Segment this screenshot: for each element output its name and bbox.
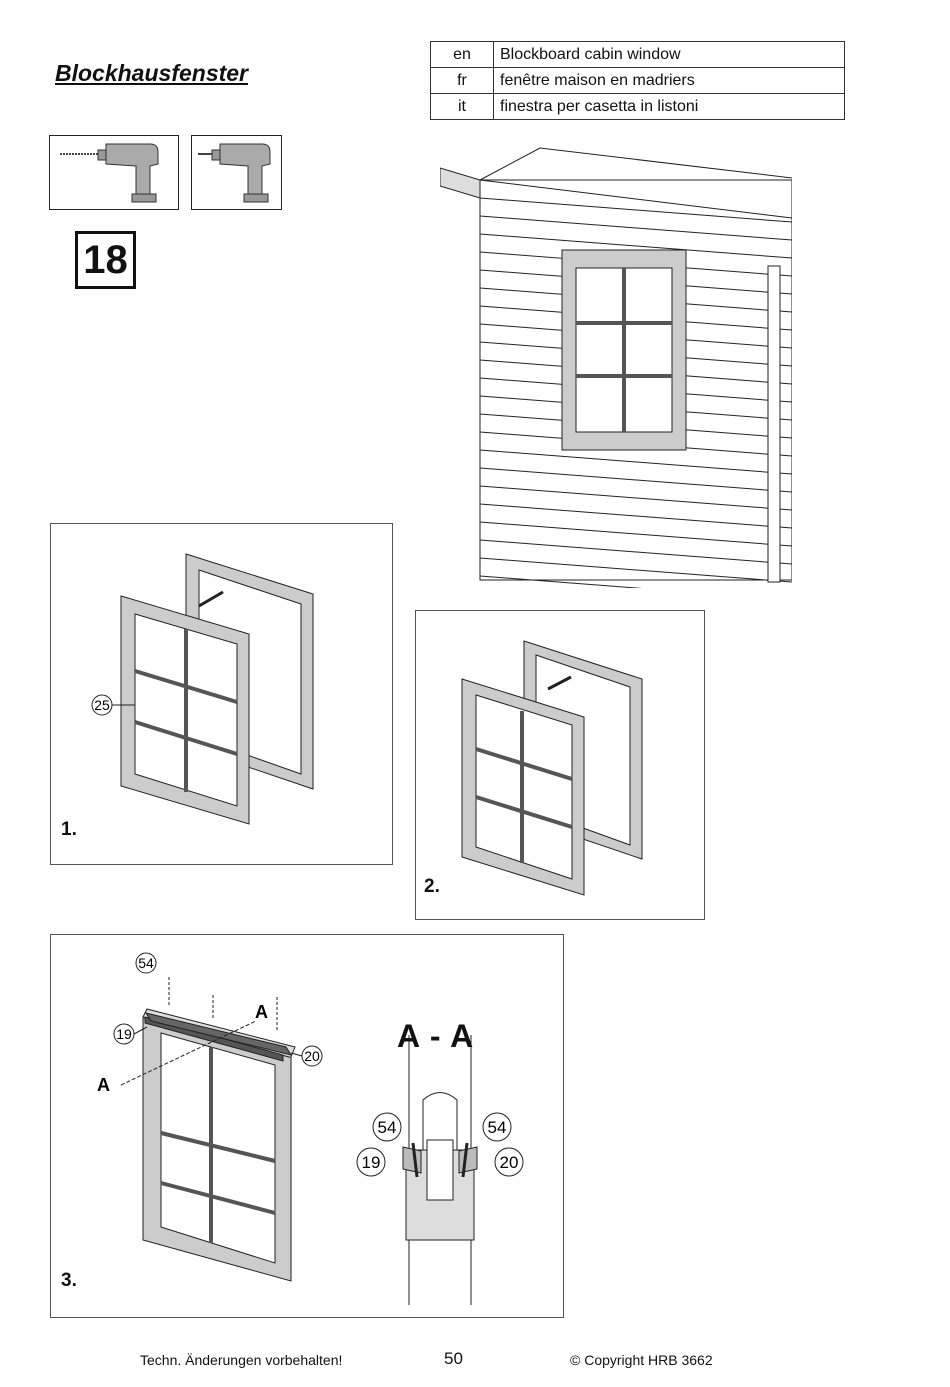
callout-25: 25	[94, 697, 110, 713]
language-text: finestra per casetta in listoni	[493, 93, 845, 120]
panel-label: 2.	[424, 876, 440, 897]
panel-label: 1.	[61, 819, 77, 840]
language-row: en Blockboard cabin window	[430, 41, 845, 68]
wall-plank-line	[479, 449, 792, 475]
language-row: it finestra per casetta in listoni	[430, 93, 845, 120]
step-panel-2: 2.	[415, 610, 705, 920]
cut-marker-top: A	[255, 1002, 268, 1022]
cut-marker-bottom: A	[97, 1075, 110, 1095]
section-callout-54-left: 54	[378, 1118, 397, 1137]
language-row: fr fenêtre maison en madriers	[430, 67, 845, 94]
screwdriver-tool-box	[191, 135, 282, 210]
wall-plank-line	[479, 557, 792, 583]
callout-20: 20	[304, 1048, 320, 1064]
panel-label: 3.	[61, 1270, 77, 1291]
section-title: A - A	[397, 1018, 475, 1054]
language-text: Blockboard cabin window	[493, 41, 845, 68]
window-sash-illustration: 25	[91, 553, 314, 825]
wall-plank-line	[479, 575, 643, 588]
wall-plank-line	[479, 539, 792, 565]
copyright: © Copyright HRB 3662	[570, 1352, 713, 1368]
language-text: fenêtre maison en madriers	[493, 67, 845, 94]
footer-note: Techn. Änderungen vorbehalten!	[140, 1352, 343, 1368]
step-number: 18	[75, 231, 136, 289]
step-panel-1: 25 1.	[50, 523, 393, 865]
wall-plank-line	[479, 503, 792, 529]
section-callout-20: 20	[500, 1153, 519, 1172]
page-number: 50	[444, 1349, 463, 1368]
cabin-wall-illustration	[440, 147, 792, 588]
wall-plank-line	[479, 485, 792, 511]
screwdriver-icon	[198, 143, 271, 203]
step-panel-3: 54 19 20 A A 54 54 19 20 3.	[50, 934, 564, 1318]
page-title: Blockhausfenster	[55, 60, 249, 86]
window-sash-illustration	[461, 640, 643, 896]
drill-tool-box	[49, 135, 179, 210]
language-code: it	[430, 93, 494, 120]
callout-54: 54	[138, 955, 154, 971]
wall-plank-line	[479, 521, 792, 547]
wall-plank-line	[479, 215, 792, 241]
wall-plank-line	[479, 467, 792, 493]
drill-icon	[60, 143, 159, 203]
wall-plank-line	[479, 233, 792, 259]
section-callout-54-right: 54	[488, 1118, 507, 1137]
window-molding-illustration: 54 19 20 A A 54 54 19 20	[97, 952, 524, 1305]
wall-plank-line	[479, 197, 792, 223]
section-callout-19: 19	[362, 1153, 381, 1172]
language-code: en	[430, 41, 494, 68]
callout-19: 19	[116, 1026, 132, 1042]
language-table: en Blockboard cabin window fr fenêtre ma…	[430, 41, 845, 120]
language-code: fr	[430, 67, 494, 94]
